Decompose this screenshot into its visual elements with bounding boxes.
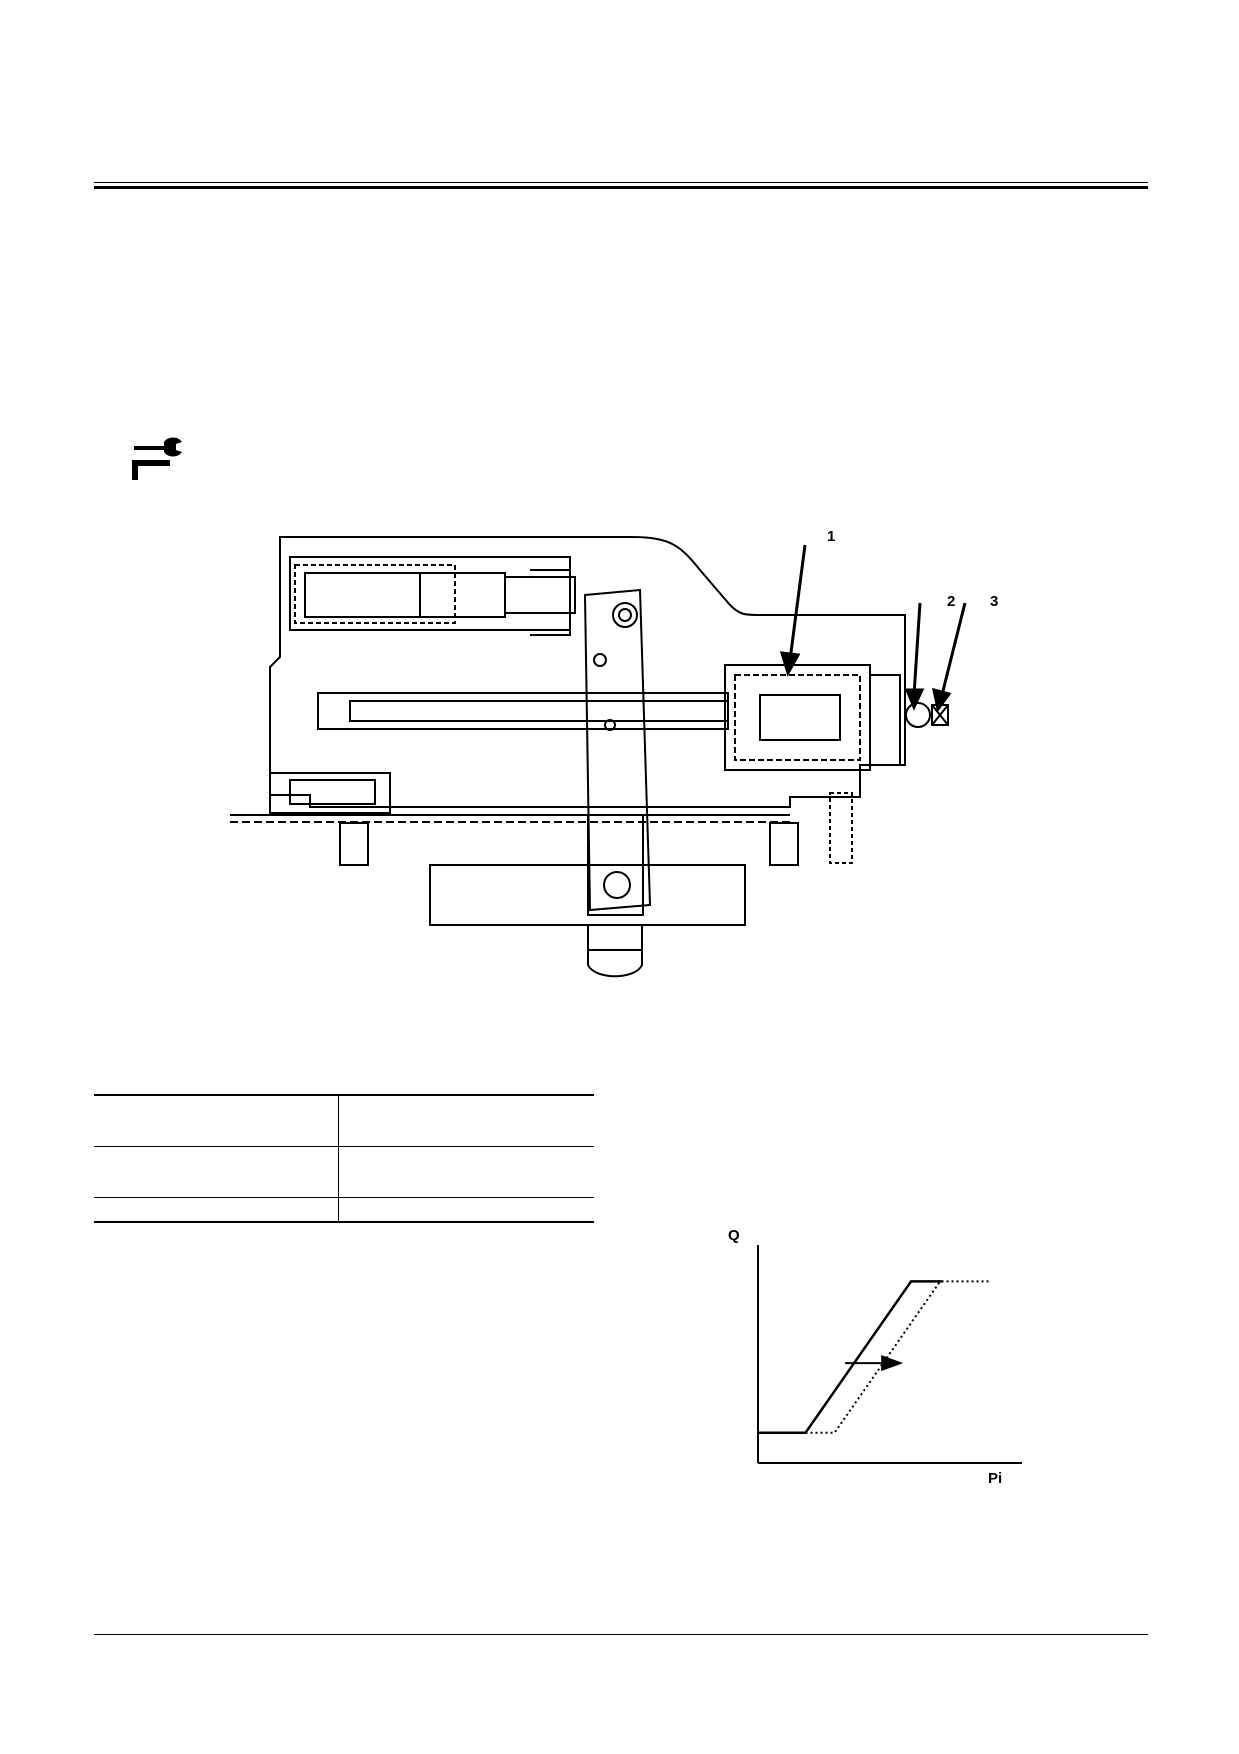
footer-rule [94, 1634, 1148, 1635]
spec-table [94, 1094, 594, 1223]
spec-row [94, 1197, 594, 1223]
series-line-solid [758, 1280, 943, 1434]
pump-regulator-drawing [230, 536, 967, 978]
series-line-dotted [805, 1280, 991, 1434]
callout-3: 3 [990, 593, 999, 610]
spec-cell [94, 1197, 339, 1223]
shift-arrow-head [881, 1355, 904, 1372]
x-axis-label: Pi [988, 1470, 1002, 1487]
header-rule-thick [94, 186, 1148, 189]
y-axis-label: Q [728, 1227, 740, 1244]
callout-2: 2 [947, 593, 956, 610]
spec-row [94, 1094, 594, 1147]
spec-row [94, 1146, 594, 1198]
callout-1: 1 [827, 528, 836, 545]
spec-cell [338, 1197, 594, 1223]
spec-cell [94, 1094, 339, 1147]
spec-cell [338, 1146, 594, 1198]
wrench-icon [132, 437, 182, 480]
spec-cell [94, 1146, 339, 1198]
header-rule-thin [94, 182, 1148, 183]
pq-chart: Q Pi [728, 1227, 1022, 1487]
spec-cell [338, 1094, 594, 1147]
